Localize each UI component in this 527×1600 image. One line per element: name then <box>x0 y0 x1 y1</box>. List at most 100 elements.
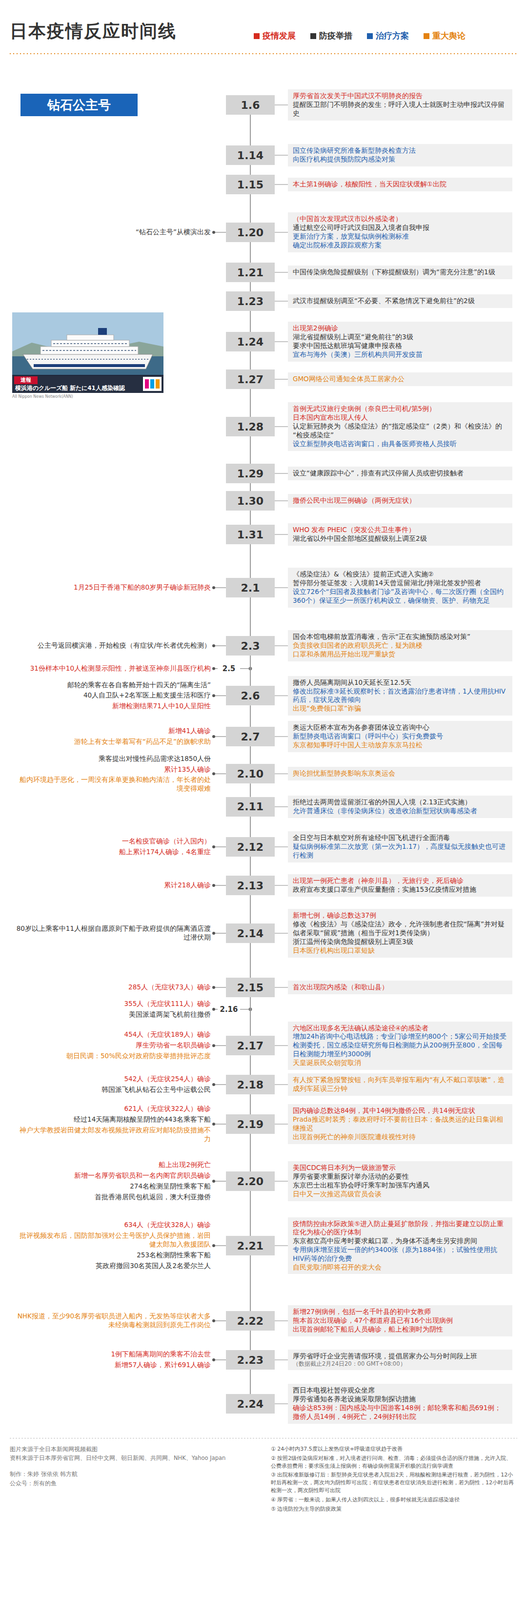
timeline-segment <box>249 483 251 491</box>
event-text: 东京都立高中应考时要求戴口罩，为身体不适考生另安排房间 <box>292 1236 508 1246</box>
event-text: 增加24h咨询中心电话线路；专业门诊增至约800个；5家公司开始接受检测委托，国… <box>292 1032 508 1058</box>
event-text: 首次出现院内感染（和歌山县） <box>292 982 508 992</box>
event-text: 日本国内宣布出现人传人 <box>292 413 508 423</box>
legend-text: 疫情发展 <box>262 30 296 42</box>
legend: 疫情发展防疫举措治疗方案重大舆论 <box>253 30 466 42</box>
event-panel: 拒绝过去两周曾逗留浙江省的外国人入境（2.13正式实施）允许普通床位（非传染病床… <box>287 795 513 818</box>
date-box: 2.20 <box>225 1171 275 1191</box>
event-text: 出现第2例确诊 <box>292 324 508 333</box>
event-text: 厚劳省呼吁企业完善请假环境，提倡居家办公与分时间段上班 <box>292 1351 508 1361</box>
panel-tick <box>274 104 288 106</box>
leader-dot <box>212 1007 216 1011</box>
date-box: 1.6 <box>225 95 275 115</box>
event-panel: 国会本馆电梯前放置消毒液，告示“正在实施预防感染对策”负责接收归国者的政府职员死… <box>287 629 513 661</box>
date-box: 2.7 <box>225 726 275 747</box>
leader-line <box>213 587 226 588</box>
side-note: 批评视频发布后，国防部加强对公主号医护人员保护措施，岩田健太郎加入救援团队 <box>14 1231 211 1249</box>
date-text: 1.24 <box>237 335 264 348</box>
event-text: 厚劳省首次发关于中国武汉不明肺炎的报告 <box>292 91 508 101</box>
date-box: 1.23 <box>225 291 275 311</box>
leader-line <box>213 773 226 774</box>
event-text: 国立传染病研究所准备新型肺炎检查方法 <box>292 146 508 156</box>
event-text: 浙江温州传染病危险提醒级别上调至3级 <box>292 937 508 947</box>
source-note: 图片来源于全日本新闻网视频截图 <box>9 1444 259 1454</box>
event-text: （数据截止2月24日20：00 GMT+08:00） <box>292 1359 508 1368</box>
date-box: 2.13 <box>225 875 275 895</box>
event-text: 更新治疗方案，放宽疑似病例检测标准 <box>292 232 508 242</box>
news-logo-bar <box>155 379 160 389</box>
date-text: 2.13 <box>237 879 264 892</box>
side-note: 经过14天隔离期核酸呈阴性的443名乘客下船 <box>14 1114 211 1124</box>
event-text: GMO网络公司通知全体员工居家办公 <box>292 374 508 384</box>
chart-title: 日本疫情反应时间线 <box>9 19 177 44</box>
side-note: 新增41人确诊 <box>14 726 211 736</box>
side-note: 1月25日于香港下船的80岁男子确诊新冠肺炎 <box>14 583 211 592</box>
leader-lines <box>9 104 518 1439</box>
event-text: （中国首次发现武汉市以外感染者） <box>292 214 508 224</box>
date-box: 2.19 <box>225 1114 275 1134</box>
panel-tick <box>274 806 288 808</box>
date-marker: 2.5 <box>217 663 241 674</box>
panel-tick <box>274 1180 288 1182</box>
event-text: 确诊达853例：国内感染与中国游客148例；邮轮乘客和船员691例；撤侨人员14… <box>292 1403 508 1421</box>
event-text: 认定新冠肺炎为《感染症法》的“指定感染症”（2类）和《检疫法》的“检疫感染症” <box>292 422 508 440</box>
event-text: 出现首例邮轮下船后人员确诊，船上检测时为阴性 <box>292 1324 508 1334</box>
panel-tick <box>274 587 288 588</box>
panel-tick <box>274 1402 288 1404</box>
event-panel: 奥运大臣桥本宣布为各参赛团体设立咨询中心新型肺炎电话咨询窗口（呼叫中心）实行免费… <box>287 720 513 752</box>
side-note: 40人自卫队+2名军医上船支援生活和医疗 <box>14 690 211 700</box>
date-text: 1.27 <box>237 373 264 386</box>
event-text: 政府宣布支援口罩生产供应量翻倍；实施153亿疫情应对措施 <box>292 885 508 894</box>
panel-tick <box>274 846 288 848</box>
event-text: 国会本馆电梯前放置消毒液，告示“正在实施预防感染对策” <box>292 632 508 642</box>
leader-dot <box>212 230 216 234</box>
side-note: 厚生劳动省一名职员确诊 <box>14 1040 211 1050</box>
event-panel: WHO 发布 PHEIC（突发公共卫生事件）湖北省以外中国全部地区提醒级别上调至… <box>287 523 513 546</box>
timeline-segment <box>249 1190 251 1236</box>
panel-tick <box>274 300 288 302</box>
leader-dot <box>212 1043 216 1047</box>
side-note: NHK报道，至少90名厚劳省职员进入船内，无发热等症状者大多未经病毒检测就回到原… <box>14 1311 211 1330</box>
event-text: 天皇诞辰民众朝贺取消 <box>292 1058 508 1068</box>
timeline-segment <box>249 510 251 525</box>
side-note: “钻石公主号”从横滨出发 <box>14 227 211 237</box>
timeline-segment <box>249 942 251 978</box>
side-note: 253名检测阴性乘客下船 <box>14 1250 211 1260</box>
event-panel: 设立“健康跟踪中心”，排查有武汉停留人员或密切接触者 <box>287 466 513 481</box>
ship-windows <box>26 358 149 360</box>
source-note: 制作：朱婷 张依依 韩方航 <box>9 1469 259 1479</box>
event-text: 允许普通床位（非传染病床位）改造收治新型冠状病毒感染者 <box>292 806 508 816</box>
timeline-segment <box>249 164 251 175</box>
panel-tick <box>274 773 288 775</box>
event-text: 拒绝过去两周曾逗留浙江省的外国人入境（2.13正式实施） <box>292 797 508 807</box>
title-rule <box>9 53 518 55</box>
leader-dot <box>212 1358 216 1361</box>
leader-dot <box>212 845 216 849</box>
source-note: 资料来源于日本厚劳省官网、日经中文网、朝日新闻、共同网、NHK、Yahoo Ja… <box>9 1453 259 1462</box>
leader-line <box>213 735 226 737</box>
event-text: 设立新型肺炎电话咨询窗口，由具备医师资格人员接听 <box>292 439 508 449</box>
legend-item: 重大舆论 <box>423 30 466 42</box>
date-text: 2.19 <box>237 1117 264 1131</box>
event-text: 设立“健康跟踪中心”，排查有武汉停留人员或密切接触者 <box>292 468 508 478</box>
event-text: 出现“免费领口罩”诈骗 <box>292 704 508 713</box>
event-panel: 撤侨人员隔离期间从10天延长至12.5天修改出院标准③延长观察时长；首次透露治疗… <box>287 675 513 716</box>
side-note: 新增检测结果71人中10人呈阳性 <box>14 701 211 711</box>
legend-swatch <box>253 33 260 40</box>
event-text: 全日空与日本航空对所有途经中国飞机进行全面消毒 <box>292 833 508 843</box>
timeline-segment <box>249 544 251 578</box>
event-text: 新增七例，确诊总数达37例 <box>292 911 508 920</box>
panel-tick <box>274 378 288 380</box>
timeline-segment <box>249 856 251 876</box>
timeline-segment <box>249 1255 251 1311</box>
leader-dot <box>212 586 216 589</box>
event-panel: 撤侨公民中出现三例确诊（两例无症状） <box>287 493 513 508</box>
ship-windows <box>53 343 128 345</box>
event-text: WHO 发布 PHEIC（突发公共卫生事件） <box>292 525 508 535</box>
event-panel: 有人按下紧急报警按钮，向列车员举报车厢内“有人不戴口罩咳嗽”，造成列车延误三分钟 <box>287 1073 513 1096</box>
date-box: 1.24 <box>225 331 275 352</box>
timeline-segment <box>249 1094 251 1115</box>
timeline-segment <box>249 894 251 924</box>
ship-title: 钻石公主号 <box>47 96 111 114</box>
ship-deck <box>40 346 139 355</box>
